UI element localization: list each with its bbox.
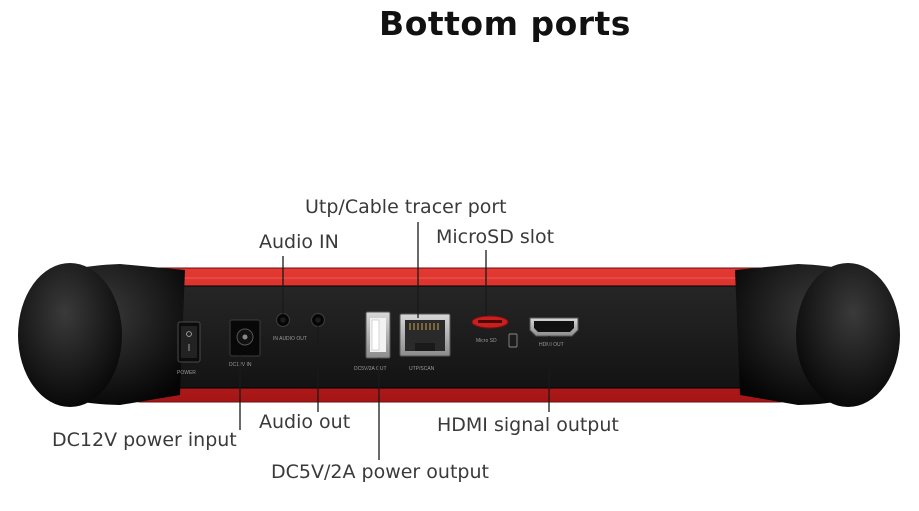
callout-dc12v-power-input: DC12V power input	[52, 429, 237, 451]
power-label: POWER	[177, 370, 196, 376]
page-title: Bottom ports	[379, 4, 631, 43]
callout-hdmi-signal-output: HDMI signal output	[437, 414, 619, 436]
callout-audio-in: Audio IN	[259, 231, 339, 253]
dc5v-out-label: DC5V/2A OUT	[354, 366, 387, 372]
callout-microsd-slot: MicroSD slot	[436, 226, 555, 248]
power-switch	[177, 321, 201, 363]
utp-rj45-port	[399, 313, 451, 357]
utp-scan-label: UTP/SCAN	[409, 366, 435, 372]
hdmi-port	[529, 317, 579, 337]
hdmi-out-label: HDMI OUT	[539, 342, 564, 348]
callout-audio-out: Audio out	[259, 411, 351, 433]
dc12v-input-jack	[229, 319, 261, 357]
callout-dc5v-2a-power-output: DC5V/2A power output	[271, 461, 489, 483]
usb-port	[365, 311, 391, 359]
microsd-slot	[471, 315, 518, 348]
micro-sd-label: Micro SD	[476, 338, 497, 344]
right-bumper	[735, 263, 900, 407]
callout-utp-cable-tracer-port: Utp/Cable tracer port	[305, 196, 507, 218]
audio-in-jack	[275, 312, 291, 328]
audio-out-jack	[310, 312, 326, 328]
left-bumper	[18, 263, 185, 407]
in-audio-out-label: IN AUDIO OUT	[273, 336, 307, 342]
